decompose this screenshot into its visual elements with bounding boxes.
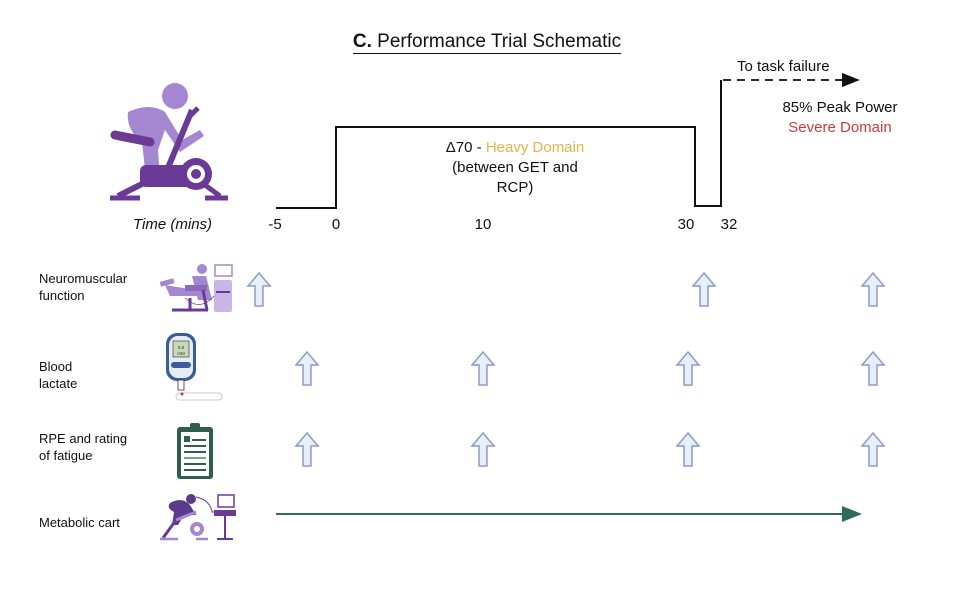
label-line: Neuromuscular: [39, 271, 128, 286]
measurement-up-arrow-icon: [246, 271, 272, 307]
svg-text:5.8: 5.8: [178, 345, 185, 350]
heavy-domain-label: Heavy Domain: [485, 139, 585, 156]
row-label-neuromuscular: Neuromuscular function: [39, 270, 127, 304]
measurement-up-arrow-icon: [860, 271, 886, 307]
severe-domain-label: Severe Domain: [788, 119, 892, 136]
tick-label: 10: [474, 216, 492, 233]
clipboard-icon: [177, 423, 213, 479]
lactate-meter-icon: 5.8 mM: [166, 333, 223, 401]
label-line: Blood: [39, 359, 73, 374]
title-text: Performance Trial Schematic: [371, 31, 622, 52]
heavy-domain-note-line: (between GET and: [452, 159, 578, 176]
heavy-domain-annotation: Δ70 - Heavy Domain (between GET and RCP): [395, 138, 635, 198]
tick-label: 0: [331, 216, 341, 233]
label-line: Metabolic cart: [39, 515, 120, 530]
measurement-up-arrow-icon: [860, 350, 886, 386]
measurement-up-arrow-icon: [294, 431, 320, 467]
metabolic-cart-icon: [160, 494, 236, 541]
figure-title: C. Performance Trial Schematic: [0, 31, 974, 54]
measurement-up-arrow-icon: [675, 431, 701, 467]
tick-label: 32: [720, 216, 738, 233]
row-label-blood-lactate: Blood lactate: [39, 358, 77, 392]
severe-domain-annotation: 85% Peak Power Severe Domain: [760, 98, 920, 138]
task-failure-label: To task failure: [737, 58, 830, 75]
label-line: lactate: [39, 376, 78, 391]
peak-power-label: 85% Peak Power: [782, 99, 898, 116]
tick-label: -5: [268, 216, 282, 233]
label-line: RPE and rating: [39, 431, 128, 446]
label-line: function: [39, 288, 85, 303]
measurement-up-arrow-icon: [470, 350, 496, 386]
row-label-metabolic-cart: Metabolic cart: [39, 514, 120, 531]
row-label-rpe: RPE and rating of fatigue: [39, 430, 127, 464]
label-line: of fatigue: [39, 448, 93, 463]
delta-prefix: Δ70 -: [445, 139, 486, 156]
measurement-up-arrow-icon: [675, 350, 701, 386]
time-axis-label: Time (mins): [133, 216, 213, 233]
tick-label: 30: [677, 216, 695, 233]
measurement-up-arrow-icon: [691, 271, 717, 307]
panel-letter: C.: [352, 31, 372, 52]
cyclist-icon: [110, 83, 228, 201]
neuromuscular-test-icon: [159, 264, 233, 312]
measurement-up-arrow-icon: [860, 431, 886, 467]
heavy-domain-note-line: RCP): [496, 179, 534, 196]
svg-text:mM: mM: [177, 351, 185, 356]
measurement-up-arrow-icon: [294, 350, 320, 386]
power-profile-line: [276, 80, 722, 209]
measurement-up-arrow-icon: [470, 431, 496, 467]
